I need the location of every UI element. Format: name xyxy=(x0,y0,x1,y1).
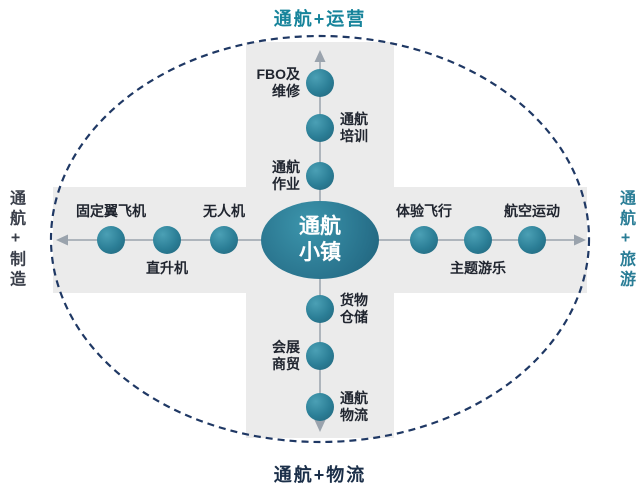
node-label-left-0: 无人机 xyxy=(203,203,245,220)
center-node: 通航 小镇 xyxy=(261,201,379,279)
node-top-0 xyxy=(306,162,334,190)
arrowhead-right-icon xyxy=(574,234,586,246)
node-label-right-1: 主题游乐 xyxy=(450,260,506,276)
arrowhead-left-icon xyxy=(56,234,68,246)
arrowhead-down-icon xyxy=(314,420,326,432)
node-left-2 xyxy=(97,226,125,254)
node-top-1 xyxy=(306,114,334,142)
node-right-2 xyxy=(518,226,546,254)
node-left-1 xyxy=(153,226,181,254)
node-left-0 xyxy=(210,226,238,254)
node-bottom-2 xyxy=(306,393,334,421)
node-label-top-2: FBO及 维修 xyxy=(256,66,300,99)
axis-title-left: 通航+制造 xyxy=(7,189,24,291)
arrowhead-up-icon xyxy=(314,50,326,62)
node-label-top-0: 通航 作业 xyxy=(272,159,300,192)
node-top-2 xyxy=(306,69,334,97)
node-label-right-2: 航空运动 xyxy=(504,203,560,220)
dashed-ellipse-border xyxy=(49,34,591,444)
node-label-left-1: 直升机 xyxy=(146,260,188,276)
node-bottom-0 xyxy=(306,295,334,323)
node-bottom-1 xyxy=(306,342,334,370)
node-label-left-2: 固定翼飞机 xyxy=(76,203,146,220)
node-right-1 xyxy=(464,226,492,254)
axis-title-top: 通航+运营 xyxy=(273,9,367,29)
node-right-0 xyxy=(410,226,438,254)
node-label-right-0: 体验飞行 xyxy=(396,203,452,220)
node-label-bottom-1: 会展 商贸 xyxy=(272,339,300,372)
node-label-bottom-0: 货物 仓储 xyxy=(340,292,368,325)
axis-title-bottom: 通航+物流 xyxy=(273,465,367,485)
node-label-bottom-2: 通航 物流 xyxy=(340,390,368,423)
node-label-top-1: 通航 培训 xyxy=(340,111,368,144)
axis-title-right: 通航+旅游 xyxy=(617,189,634,291)
